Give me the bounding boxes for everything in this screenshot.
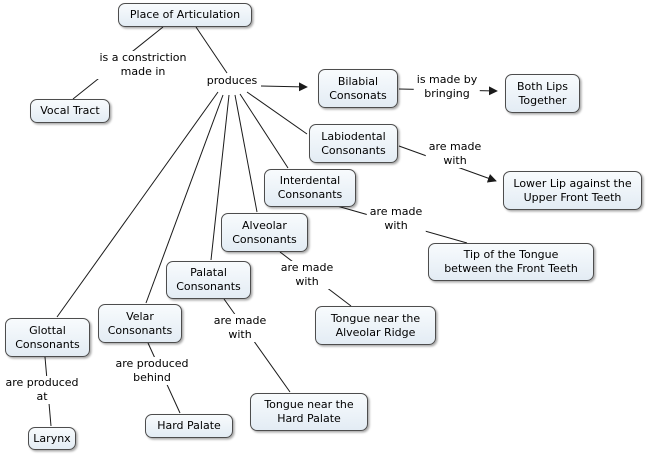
node-lower-lip-upper-front-teeth[interactable]: Lower Lip against the Upper Front Teeth (503, 171, 642, 210)
link-phrase-is-a-constriction-made-in: is a constriction made in (96, 51, 190, 79)
node-alveolar-consonants[interactable]: Alveolar Consonants (221, 213, 308, 252)
node-tongue-near-alveolar-ridge[interactable]: Tongue near the Alveolar Ridge (315, 306, 436, 345)
node-tongue-near-hard-palate[interactable]: Tongue near the Hard Palate (250, 393, 368, 431)
edge-produces-to-alveolar (234, 94, 258, 213)
node-larynx[interactable]: Larynx (28, 427, 76, 450)
node-palatal-consonants[interactable]: Palatal Consonants (166, 261, 251, 299)
link-phrase-are-produced-behind: are produced behind (112, 357, 192, 385)
node-glottal-consonants[interactable]: Glottal Consonants (5, 318, 90, 357)
node-velar-consonants[interactable]: Velar Consonants (98, 304, 182, 343)
node-interdental-consonants[interactable]: Interdental Consonants (264, 169, 356, 207)
edge-produces-to-bilabial (260, 82, 308, 92)
node-tip-of-tongue-front-teeth[interactable]: Tip of the Tongue between the Front Teet… (428, 243, 594, 281)
link-phrase-are-made-with-interdental: are made with (366, 205, 426, 233)
edge-produces-to-glottal (56, 91, 219, 318)
edge-produces-to-labiodental (246, 91, 308, 135)
link-phrase-are-produced-at: are produced at (2, 376, 82, 404)
node-labiodental-consonants[interactable]: Labiodental Consonants (309, 124, 398, 163)
node-both-lips-together[interactable]: Both Lips Together (505, 74, 580, 113)
edge-place-to-produces (195, 26, 228, 74)
edge-produces-to-velar (145, 94, 224, 304)
node-place-of-articulation[interactable]: Place of Articulation (118, 3, 252, 27)
link-phrase-are-made-with-palatal: are made with (210, 314, 270, 342)
link-phrase-is-made-by-bringing: is made by bringing (413, 73, 481, 101)
node-hard-palate[interactable]: Hard Palate (145, 414, 233, 438)
edge-produces-to-interdental (239, 93, 289, 169)
link-phrase-are-made-with-alveolar: are made with (277, 261, 337, 289)
edge-palatal-to-tongue-hard-palate (223, 298, 291, 393)
edge-produces-to-palatal (210, 94, 230, 261)
link-phrase-produces: produces (203, 74, 261, 88)
node-vocal-tract[interactable]: Vocal Tract (30, 99, 110, 123)
node-bilabial-consonants[interactable]: Bilabial Consonats (318, 69, 398, 108)
link-phrase-are-made-with-labiodental: are made with (425, 140, 485, 168)
